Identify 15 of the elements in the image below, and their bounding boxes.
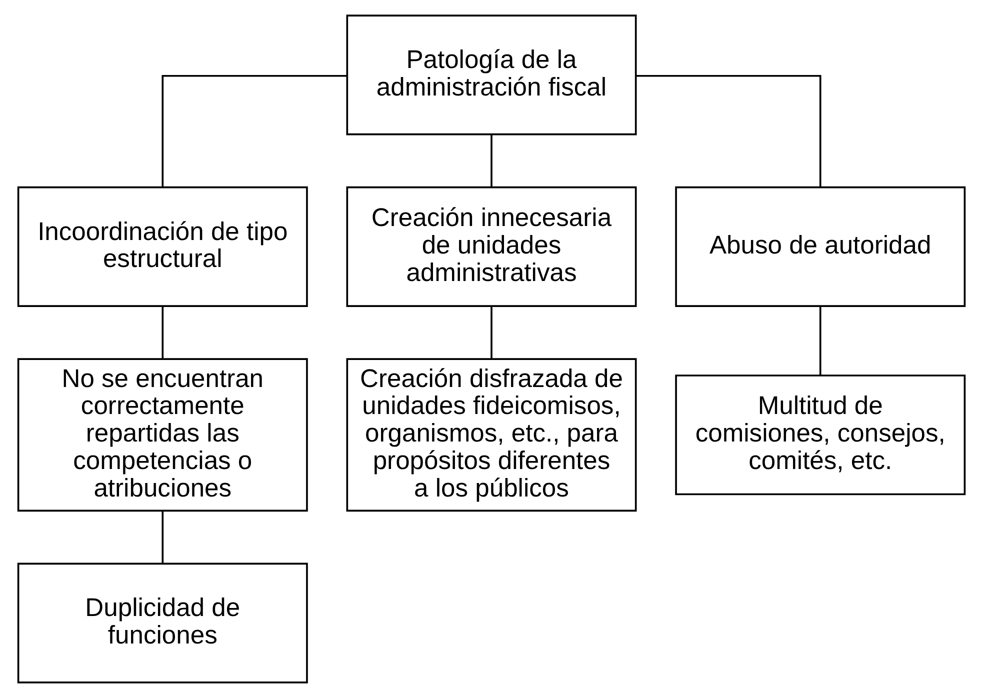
node-box: Abuso de autoridad — [674, 186, 966, 307]
connector — [161, 74, 346, 187]
node-box: Creación innecesaria de unidades administrativas — [346, 186, 636, 307]
connector — [490, 134, 492, 188]
connector — [161, 306, 164, 358]
connector — [636, 74, 821, 187]
node-box: Incoordinación de tipo estructural — [16, 186, 308, 307]
node-box: Patología de la administración fiscal — [346, 14, 636, 136]
connector — [490, 306, 492, 358]
connector — [161, 510, 164, 564]
connector — [818, 306, 821, 376]
node-box: Creación disfrazada de unidades fideicomisos, organismos, etc., para propósitos diferentes a los públicos — [346, 358, 636, 512]
node-box: Multitud de comisiones, consejos, comités, etc. — [674, 374, 966, 496]
node-box: Duplicidad de funciones — [16, 562, 308, 684]
node-box: No se encuentran correctamente repartidas las competencias o atribuciones — [16, 358, 308, 512]
